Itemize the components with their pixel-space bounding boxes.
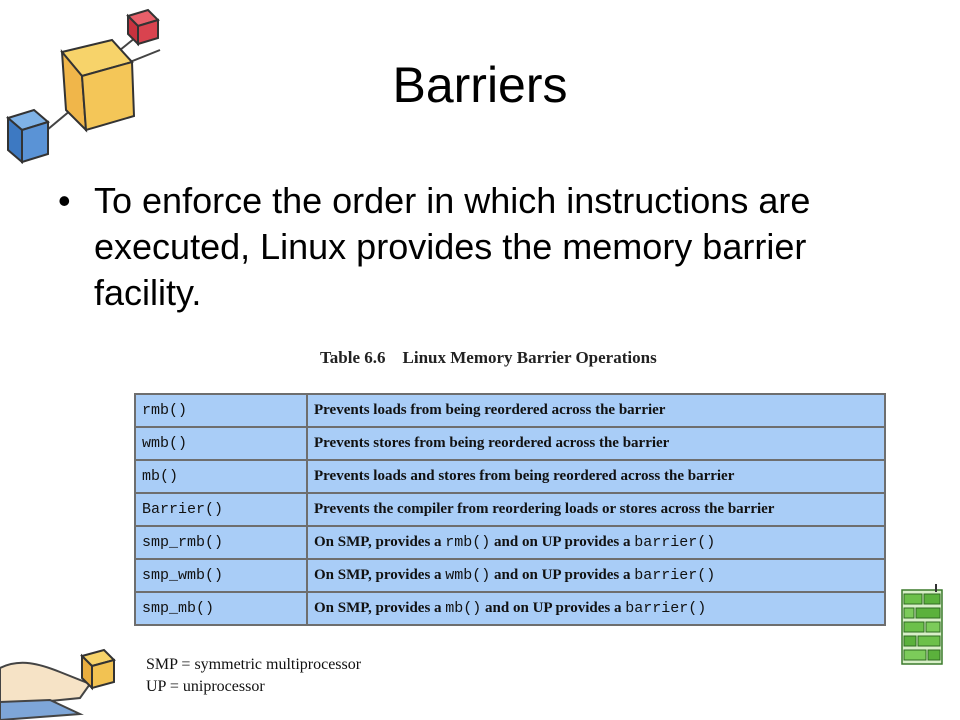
desc-text: and on UP provides a xyxy=(490,534,635,550)
desc-cell: On SMP, provides a rmb() and on UP provi… xyxy=(306,525,886,560)
desc-text: and on UP provides a xyxy=(490,567,635,583)
desc-cell: Prevents loads and stores from being reo… xyxy=(306,459,886,494)
op-cell: wmb() xyxy=(134,426,308,461)
hand-with-cube-icon xyxy=(0,648,116,720)
desc-cell: On SMP, provides a mb() and on UP provid… xyxy=(306,591,886,626)
desc-code: wmb() xyxy=(445,567,491,584)
desc-text: On SMP, provides a xyxy=(314,600,446,616)
desc-text: On SMP, provides a xyxy=(314,534,446,550)
table-row: smp_wmb() On SMP, provides a wmb() and o… xyxy=(134,558,886,593)
table-caption: Table 6.6 Linux Memory Barrier Operation… xyxy=(320,348,657,367)
table-row: rmb() Prevents loads from being reordere… xyxy=(134,393,886,428)
op-cell: smp_rmb() xyxy=(134,525,308,560)
op-cell: Barrier() xyxy=(134,492,308,527)
op-cell: smp_wmb() xyxy=(134,558,308,593)
bullet-dot: • xyxy=(58,180,71,221)
desc-text: and on UP provides a xyxy=(481,600,626,616)
bullet-text: To enforce the order in which instructio… xyxy=(94,180,811,313)
bullet-item: • To enforce the order in which instruct… xyxy=(58,178,918,316)
barrier-operations-table: rmb() Prevents loads from being reordere… xyxy=(134,393,886,626)
desc-text: On SMP, provides a xyxy=(314,567,446,583)
cube-chain-illustration-icon xyxy=(5,8,161,165)
desc-code: barrier() xyxy=(634,567,716,584)
table-row: mb() Prevents loads and stores from bein… xyxy=(134,459,886,494)
op-cell: rmb() xyxy=(134,393,308,428)
desc-cell: Prevents the compiler from reordering lo… xyxy=(306,492,886,527)
slide-title: Barriers xyxy=(392,57,568,113)
footnotes: SMP = symmetric multiprocessor UP = unip… xyxy=(146,654,361,698)
desc-code: barrier() xyxy=(625,600,707,617)
desc-cell: Prevents stores from being reordered acr… xyxy=(306,426,886,461)
op-cell: smp_mb() xyxy=(134,591,308,626)
desc-cell: Prevents loads from being reordered acro… xyxy=(306,393,886,428)
green-brick-wall-icon xyxy=(901,584,943,665)
desc-code: rmb() xyxy=(445,534,491,551)
footnote-up: UP = uniprocessor xyxy=(146,678,265,695)
op-cell: mb() xyxy=(134,459,308,494)
table-row: smp_mb() On SMP, provides a mb() and on … xyxy=(134,591,886,626)
desc-code: barrier() xyxy=(634,534,716,551)
desc-code: mb() xyxy=(445,600,482,617)
table-row: wmb() Prevents stores from being reorder… xyxy=(134,426,886,461)
desc-cell: On SMP, provides a wmb() and on UP provi… xyxy=(306,558,886,593)
footnote-smp: SMP = symmetric multiprocessor xyxy=(146,656,362,673)
table-row: smp_rmb() On SMP, provides a rmb() and o… xyxy=(134,525,886,560)
table-row: Barrier() Prevents the compiler from reo… xyxy=(134,492,886,527)
